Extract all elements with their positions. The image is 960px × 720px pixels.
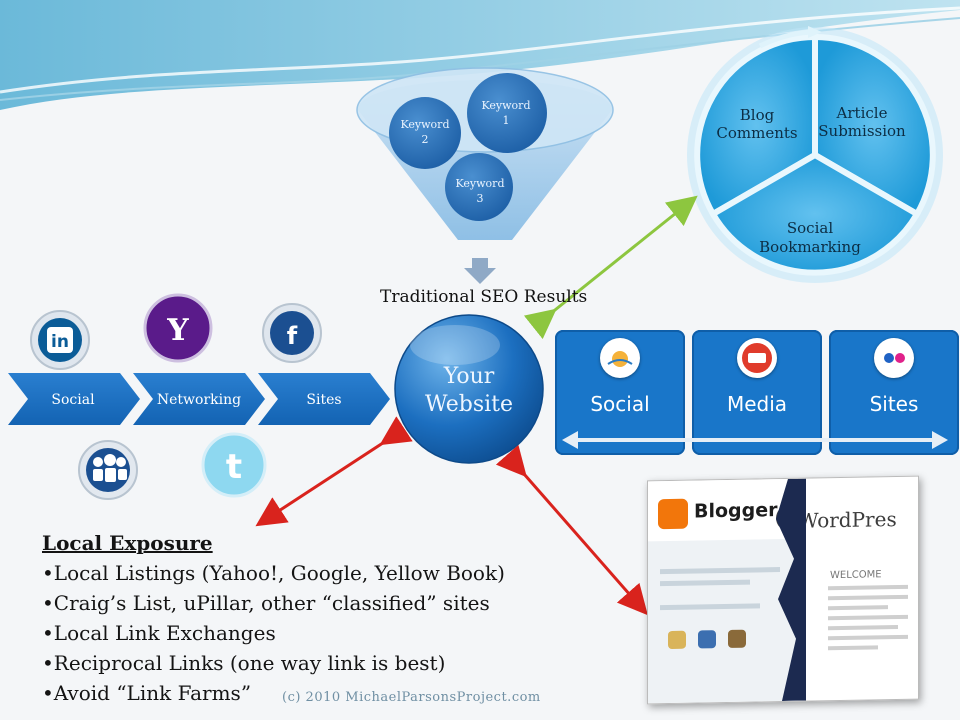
keyword-2-line1: Keyword — [401, 118, 450, 131]
cycle-social-line2: Bookmarking — [759, 238, 861, 256]
panel-label: Sites — [869, 392, 919, 416]
wordpress-wordmark: WordPres — [798, 507, 897, 533]
arrow-website-local — [255, 416, 413, 527]
keyword-1-line1: Keyword — [482, 99, 531, 112]
chevron-label: Networking — [157, 392, 241, 408]
link-building-cycle: Blog Comments Article Submission Social … — [687, 26, 943, 283]
blogger-logo-icon — [658, 498, 688, 530]
list-item: •Local Link Exchanges — [42, 621, 276, 645]
svg-text:f: f — [287, 322, 298, 350]
keyword-1-line2: 1 — [503, 114, 510, 127]
list-item: •Avoid “Link Farms” — [42, 681, 252, 705]
cycle-blog-line2: Comments — [716, 124, 797, 142]
panel-label: Media — [726, 392, 788, 416]
blog-platforms-screenshot: Blogger WordPres WELCOME — [647, 475, 919, 705]
chevron-social — [8, 373, 140, 425]
your-website-node: Your Website — [394, 314, 544, 464]
list-item: •Reciprocal Links (one way link is best) — [42, 651, 446, 675]
blogger-wordmark: Blogger — [694, 499, 778, 523]
list-item: •Local Listings (Yahoo!, Google, Yellow … — [42, 561, 505, 585]
twitter-icon: t — [201, 432, 267, 498]
list-item: •Craig’s List, uPillar, other “classifie… — [42, 591, 490, 615]
keyword-bubble — [467, 73, 547, 153]
keyword-2-line2: 2 — [422, 133, 429, 146]
keyword-funnel: Keyword 2 Keyword 1 Keyword 3 — [356, 67, 614, 284]
wordpress-welcome: WELCOME — [830, 569, 882, 582]
chevron-label: Social — [51, 392, 95, 408]
linkedin-icon: in — [30, 310, 90, 370]
traditional-seo-label: Traditional SEO Results — [380, 287, 588, 307]
local-exposure-list: Local Exposure •Local Listings (Yahoo!, … — [42, 528, 512, 708]
local-exposure-heading: Local Exposure — [42, 531, 213, 555]
cycle-article-line2: Submission — [818, 122, 906, 140]
panel-media: Media — [692, 330, 822, 455]
sun-icon — [600, 338, 640, 378]
down-arrow-icon — [464, 258, 496, 284]
flickr-icon — [874, 338, 914, 378]
chevron-sites — [258, 373, 390, 425]
your-website-line1: Your — [443, 364, 495, 389]
myspace-icon — [78, 440, 138, 500]
copyright-credit: (c) 2010 MichaelParsonsProject.com — [282, 690, 541, 705]
arrow-website-blogs — [495, 444, 648, 616]
double-arrow-icon — [562, 431, 948, 449]
arrow-website-cycle — [523, 195, 698, 340]
keyword-3-line1: Keyword — [456, 177, 505, 190]
social-networking-process: Social Networking Sites — [8, 373, 390, 425]
cycle-social-line1: Social — [787, 219, 833, 237]
yahoo-icon: Y — [143, 293, 213, 363]
keyword-3-line2: 3 — [477, 192, 484, 205]
svg-text:t: t — [226, 447, 242, 487]
keyword-bubble — [445, 153, 513, 221]
panel-social: Social — [555, 330, 685, 455]
cycle-article-line1: Article — [836, 104, 888, 122]
facebook-icon: f — [262, 303, 322, 363]
chevron-networking — [133, 373, 265, 425]
chevron-label: Sites — [306, 392, 341, 408]
cycle-blog-line1: Blog — [740, 106, 775, 124]
panel-label: Social — [590, 392, 650, 416]
svg-text:Y: Y — [166, 313, 189, 348]
keyword-bubble — [389, 97, 461, 169]
youtube-icon — [737, 338, 777, 378]
svg-text:in: in — [51, 332, 69, 352]
your-website-line2: Website — [425, 392, 513, 417]
